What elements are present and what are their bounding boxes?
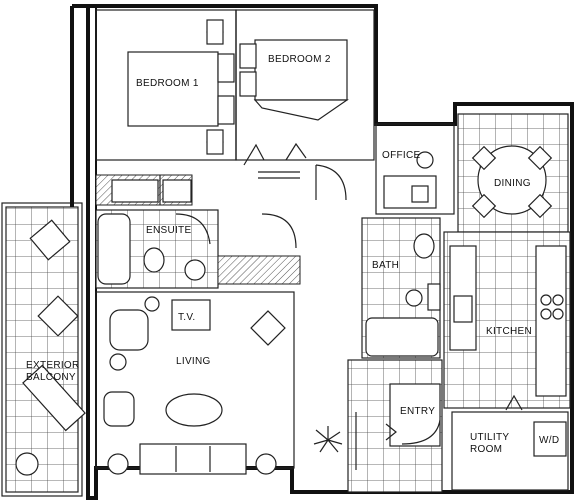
bedroom-1-bed — [127, 19, 235, 155]
living-label: LIVING — [176, 356, 211, 367]
utility-label: UTILITY — [470, 432, 509, 443]
bedroom-1-dresser — [111, 179, 192, 203]
bedroom-1-label: BEDROOM 1 — [136, 78, 199, 89]
washer-dryer-label: W/D — [539, 435, 559, 446]
bath-room — [361, 217, 441, 359]
kitchen-room — [443, 231, 571, 409]
utility-room — [451, 394, 569, 491]
entry-label: ENTRY — [400, 406, 435, 417]
ensuite-label: ENSUITE — [146, 225, 191, 236]
dining-room — [457, 113, 569, 233]
living-room — [95, 291, 295, 475]
balcony-table — [15, 452, 39, 476]
balcony-chair-top — [29, 219, 71, 261]
bedroom-2-label: BEDROOM 2 — [268, 54, 331, 65]
tv-label: T.V. — [178, 312, 196, 323]
exterior-label: EXTERIOR — [26, 360, 80, 371]
office-label: OFFICE — [382, 150, 420, 161]
office-room — [375, 123, 455, 215]
balcony-label: BALCONY — [26, 372, 76, 383]
balcony-lounger — [22, 364, 86, 432]
bedroom-doors — [243, 142, 347, 201]
bath-label: BATH — [372, 260, 399, 271]
entry-area — [347, 359, 443, 493]
utility-room-label: ROOM — [470, 444, 502, 455]
balcony-chair-mid — [37, 295, 79, 337]
kitchen-label: KITCHEN — [486, 326, 532, 337]
ensuite-room — [95, 209, 219, 289]
bedroom-2-bed — [239, 39, 349, 121]
dining-label: DINING — [494, 178, 531, 189]
hall-closet — [217, 213, 301, 285]
exterior-balcony — [1, 202, 86, 497]
plant-icon — [313, 426, 343, 453]
